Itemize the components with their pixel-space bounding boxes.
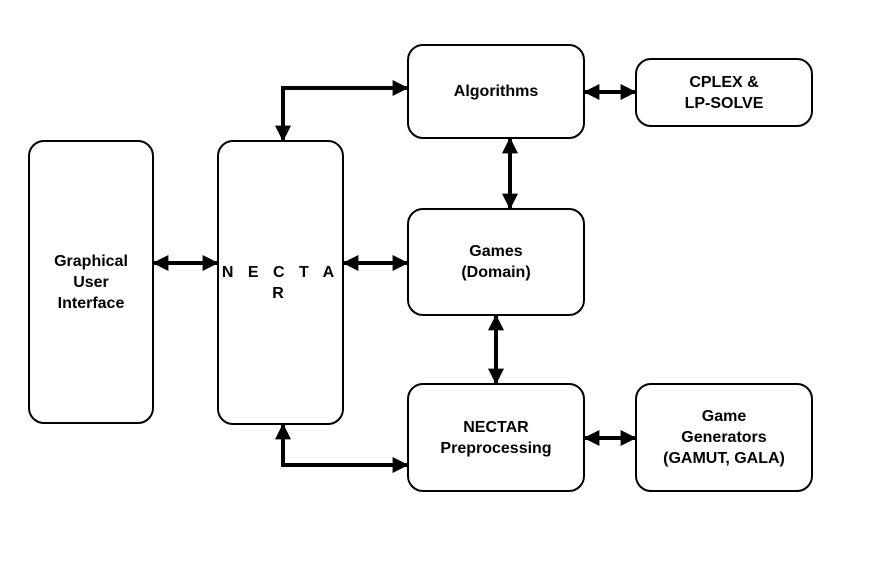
node-label-preprocessing: NECTAR Preprocessing bbox=[440, 418, 552, 457]
node-label-games: Games (Domain) bbox=[461, 243, 531, 281]
node-cplex-lp-solve: CPLEX & LP-SOLVE bbox=[635, 58, 813, 127]
node-nectar-preprocessing: NECTAR Preprocessing bbox=[407, 383, 585, 492]
node-games-domain: Games (Domain) bbox=[407, 208, 585, 316]
node-label-gui: Graphical User Interface bbox=[54, 252, 128, 312]
node-game-generators: Game Generators (GAMUT, GALA) bbox=[635, 383, 813, 492]
edge-nectar-preprocessing bbox=[275, 423, 409, 473]
node-algorithms: Algorithms bbox=[407, 44, 585, 139]
node-label-algorithms: Algorithms bbox=[453, 83, 539, 100]
edge-nectar-algorithms bbox=[275, 80, 409, 142]
node-label-nectar: N E C T A R bbox=[221, 263, 340, 302]
node-label-solvers: CPLEX & LP-SOLVE bbox=[684, 73, 764, 112]
node-graphical-user-interface: Graphical User Interface bbox=[28, 140, 154, 424]
node-nectar: N E C T A R bbox=[217, 140, 344, 425]
node-label-generators: Game Generators (GAMUT, GALA) bbox=[663, 408, 785, 467]
